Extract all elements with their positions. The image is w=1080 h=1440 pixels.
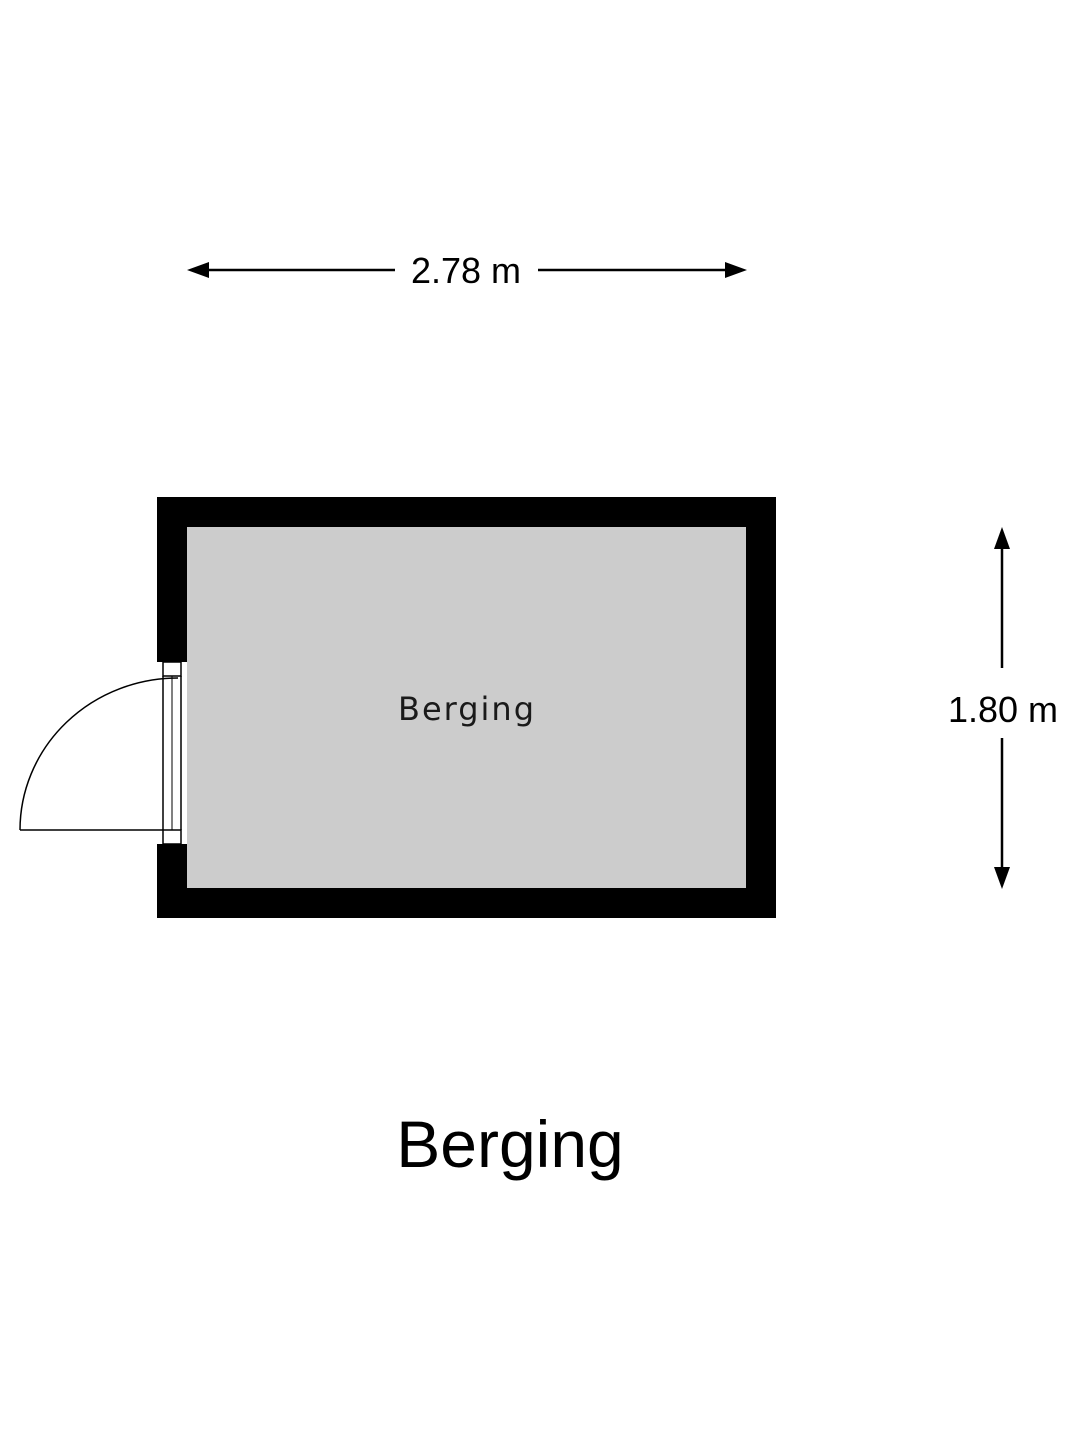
width-arrow-left-icon	[187, 262, 209, 278]
depth-dimension: 1.80 m	[948, 527, 1058, 889]
door-swing-icon	[19, 677, 179, 831]
room-floor	[187, 527, 746, 888]
room-berging: Berging	[19, 497, 776, 918]
depth-dimension-label: 1.80 m	[948, 689, 1058, 730]
door-jamb-bottom	[162, 829, 182, 845]
depth-arrow-up-icon	[994, 527, 1010, 549]
width-dimension: 2.78 m	[187, 250, 747, 291]
depth-arrow-down-icon	[994, 867, 1010, 889]
plan-title: Berging	[396, 1107, 624, 1181]
width-arrow-right-icon	[725, 262, 747, 278]
door-swing-arc	[19, 677, 179, 831]
width-dimension-label: 2.78 m	[411, 250, 521, 291]
door-frame	[162, 661, 182, 845]
room-label: Berging	[398, 690, 536, 728]
door-jamb-top	[162, 661, 182, 677]
